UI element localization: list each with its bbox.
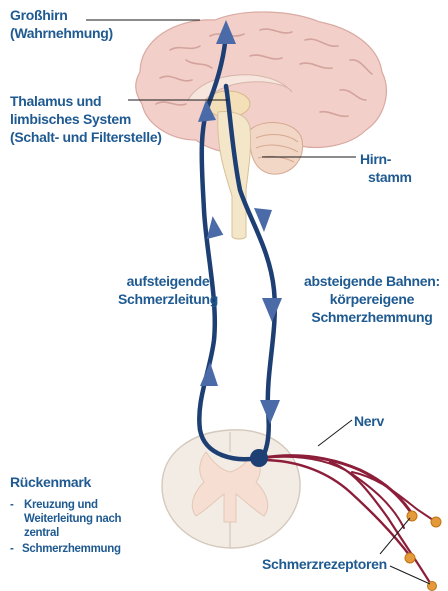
list-bullet: - <box>10 498 24 540</box>
label-aufsteigend-line2: Schmerzleitung <box>118 290 218 308</box>
label-hirnstamm: Hirn- stamm <box>360 150 412 186</box>
label-thalamus-line3: (Schalt- und Filterstelle) <box>10 128 162 146</box>
label-nerv-text: Nerv <box>354 412 384 430</box>
label-thalamus-line1: Thalamus und <box>10 92 162 110</box>
synapse-node <box>250 449 268 467</box>
label-aufsteigend: aufsteigende Schmerzleitung <box>118 272 218 308</box>
label-aufsteigend-line1: aufsteigende <box>118 272 218 290</box>
brain-illustration <box>136 12 387 239</box>
rueckenmark-list-item: - Schmerzhemmung <box>10 542 121 556</box>
label-grosshirn: Großhirn (Wahrnehmung) <box>10 6 113 42</box>
list-item-line: Kreuzung und <box>24 498 121 512</box>
rueckenmark-list: - Kreuzung und Weiterleitung nach zentra… <box>10 498 121 556</box>
rueckenmark-list-item: - Kreuzung und Weiterleitung nach zentra… <box>10 498 121 540</box>
brainstem <box>218 112 251 239</box>
label-rueckenmark: Rückenmark <box>10 473 91 491</box>
label-nerv: Nerv <box>354 412 384 430</box>
label-hirnstamm-line2: stamm <box>360 168 412 186</box>
label-schmerzrezeptoren-text: Schmerzrezeptoren <box>262 555 387 573</box>
list-item-line: Schmerzhemmung <box>22 542 121 556</box>
cerebellum <box>250 123 303 175</box>
label-absteigend-line3: Schmerzhemmung <box>304 308 440 326</box>
label-absteigend-line1: absteigende Bahnen: <box>304 272 440 290</box>
label-absteigend-line2: körpereigene <box>304 290 440 308</box>
label-thalamus-line2: limbisches System <box>10 110 162 128</box>
label-grosshirn-line2: (Wahrnehmung) <box>10 24 113 42</box>
list-bullet: - <box>10 542 22 556</box>
spinal-cord-section <box>162 430 300 548</box>
label-hirnstamm-line1: Hirn- <box>360 150 412 168</box>
label-absteigend: absteigende Bahnen: körpereigene Schmerz… <box>304 272 440 326</box>
label-grosshirn-line1: Großhirn <box>10 6 113 24</box>
label-thalamus: Thalamus und limbisches System (Schalt- … <box>10 92 162 146</box>
label-rueckenmark-text: Rückenmark <box>10 473 91 491</box>
label-schmerzrezeptoren: Schmerzrezeptoren <box>262 555 387 573</box>
list-item-line: Weiterleitung nach <box>24 512 121 526</box>
list-item-line: zentral <box>24 526 121 540</box>
